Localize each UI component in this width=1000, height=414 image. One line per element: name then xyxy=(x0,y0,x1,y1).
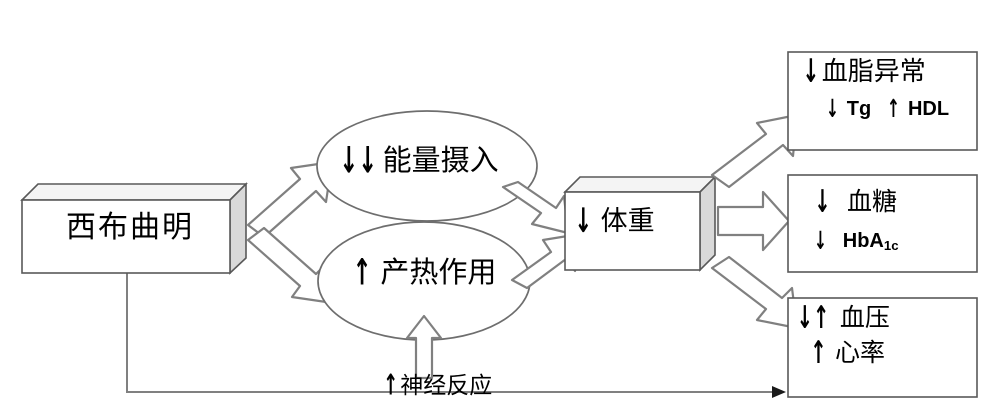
neural-response-text: 神经反应 xyxy=(400,373,493,399)
down-arrow-icon: ↓ xyxy=(574,202,593,241)
down-down-arrow-icon: ↓↓ xyxy=(339,138,378,182)
arrow-weight-to-dyslipidemia xyxy=(710,113,799,189)
arrow-weight-to-blood-glucose xyxy=(716,190,791,252)
outcome-blood-pressure-line2: ↑心率 xyxy=(808,334,885,371)
node-drug-box[interactable] xyxy=(20,182,248,275)
outcome-blood-pressure-line1: ↓↑ 血压 xyxy=(792,299,890,336)
down-up-arrow-icon: ↓↑ xyxy=(796,299,830,336)
tg-text: Tg xyxy=(846,98,872,120)
node-drug-label: 西布曲明 xyxy=(66,210,194,245)
blood-pressure-text: 血压 xyxy=(839,303,890,332)
down-arrow-icon: ↓ xyxy=(814,183,831,220)
down-arrow-icon: ↓ xyxy=(802,53,820,91)
heart-rate-text: 心率 xyxy=(834,338,885,367)
up-arrow-icon: ↑ xyxy=(352,250,372,294)
feedback-arrowhead xyxy=(772,386,786,398)
body-weight-text: 体重 xyxy=(600,206,655,237)
down-arrow-icon: ↓ xyxy=(825,93,839,123)
outcome-blood-glucose-line1: ↓ 血糖 xyxy=(812,183,897,220)
node-energy-intake-ellipse[interactable] xyxy=(316,110,538,222)
node-body-weight-box[interactable] xyxy=(563,175,717,272)
arrow-feedback-to-thermogenesis xyxy=(405,314,443,380)
feedback-loop-label: ↑神经反应 xyxy=(381,369,493,403)
node-thermogenesis-label: ↑产热作用 xyxy=(350,254,497,290)
thermogenesis-text: 产热作用 xyxy=(380,255,497,289)
dyslipidemia-text: 血脂异常 xyxy=(821,57,926,87)
down-arrow-icon: ↓ xyxy=(813,225,827,255)
hba1c-text: HbA xyxy=(842,230,884,252)
outcome-box-blood-pressure[interactable] xyxy=(787,297,978,398)
hdl-text: HDL xyxy=(907,98,950,120)
up-arrow-icon: ↑ xyxy=(887,93,901,123)
energy-intake-text: 能量摄入 xyxy=(382,143,499,177)
arrow-energy-intake-to-weight xyxy=(501,180,570,235)
outcome-box-dyslipidemia[interactable] xyxy=(787,51,978,151)
up-arrow-icon: ↑ xyxy=(383,369,399,403)
up-arrow-icon: ↑ xyxy=(810,334,827,371)
node-body-weight-label: ↓体重 xyxy=(572,205,655,239)
outcome-box-blood-glucose[interactable] xyxy=(787,174,978,273)
feedback-loop-line xyxy=(126,273,786,398)
outcome-dyslipidemia-line2: ↓ Tg ↑ HDL xyxy=(824,93,950,123)
hba1c-subscript: 1c xyxy=(883,237,899,253)
outcome-dyslipidemia-line1: ↓血脂异常 xyxy=(800,56,926,89)
outcome-blood-glucose-line2: ↓ HbA1c xyxy=(812,225,899,255)
arrow-weight-to-blood-pressure xyxy=(710,255,799,330)
blood-glucose-text: 血糖 xyxy=(846,187,897,216)
node-energy-intake-label: ↓↓能量摄入 xyxy=(334,142,499,178)
